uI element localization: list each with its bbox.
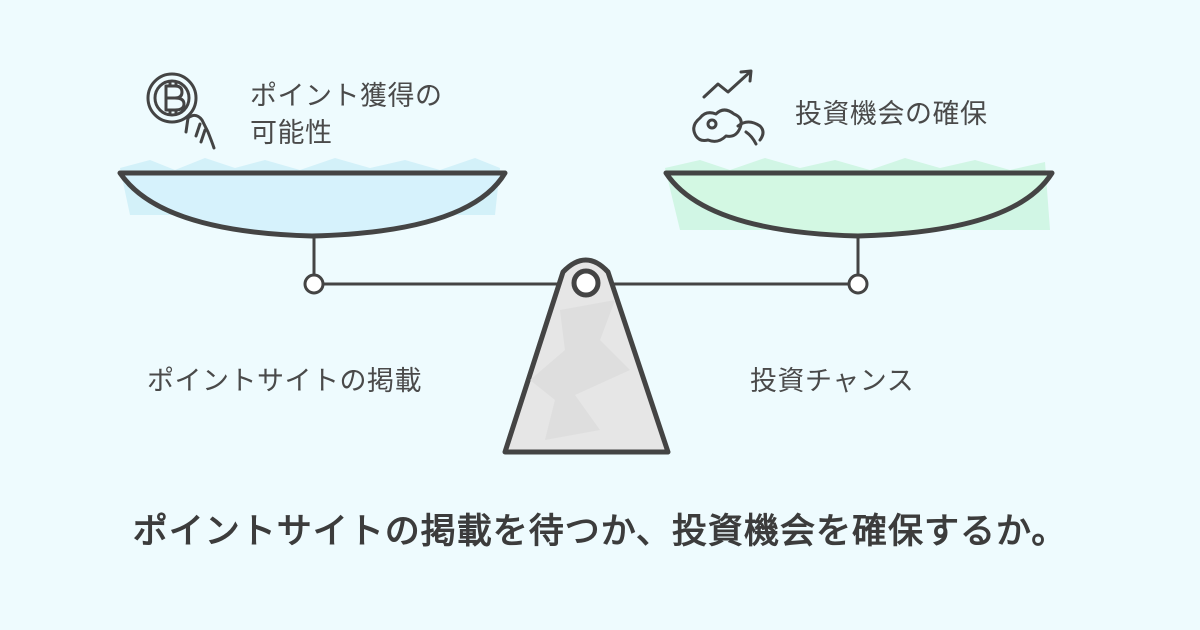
right-heading: 投資機会の確保 (795, 99, 988, 130)
fulcrum-shading (530, 300, 630, 440)
left-beam-joint (303, 273, 325, 295)
left-pan (117, 170, 508, 239)
fulcrum-pivot (571, 268, 601, 298)
right-sub-label: 投資チャンス (750, 366, 915, 397)
left-heading-line1: ポイント獲得の (250, 81, 443, 112)
page-title: ポイントサイトの掲載を待つか、投資機会を確保するか。 (132, 512, 1068, 552)
right-beam-joint (847, 273, 869, 295)
left-heading-line2: 可能性 (250, 118, 333, 149)
left-sub-label: ポイントサイトの掲載 (147, 366, 422, 397)
right-pan (663, 170, 1055, 239)
growth-arrow-icon (692, 69, 765, 146)
bitcoin-hand-icon (146, 72, 216, 150)
